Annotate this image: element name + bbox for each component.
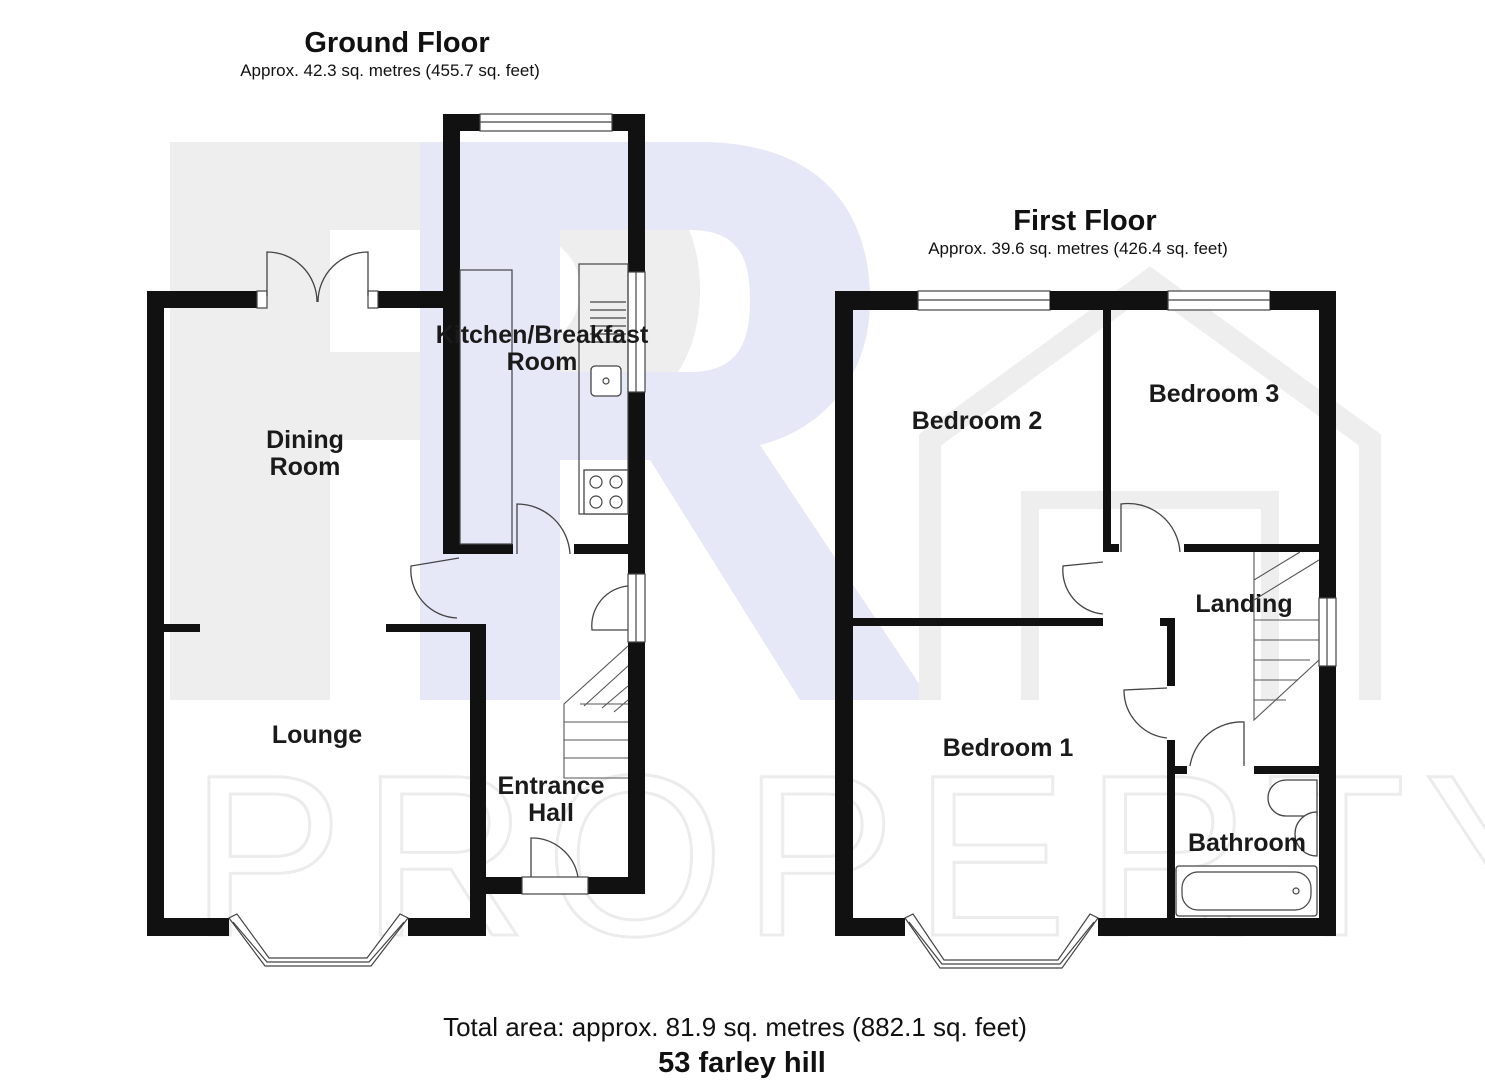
room-label-kitchen: Kitchen/Breakfast	[436, 321, 649, 349]
first-floor-plan	[835, 290, 1337, 969]
bath-tub	[1175, 865, 1318, 917]
first-floor-stairs	[1253, 551, 1320, 722]
ground-floor-plan	[147, 113, 646, 967]
kitchen-sink	[590, 301, 626, 397]
total-area: Total area: approx. 81.9 sq. metres (882…	[443, 1012, 1027, 1042]
room-label-bedroom2: Bedroom 2	[912, 407, 1043, 435]
room-label-dining-line2: Room	[270, 453, 341, 481]
room-label-bedroom1: Bedroom 1	[943, 734, 1074, 762]
kitchen-hob	[583, 469, 629, 515]
lounge-bay-window	[228, 913, 409, 967]
dining-french-doors	[256, 251, 379, 309]
ground-floor-title: Ground Floor	[304, 27, 489, 59]
first-floor-title: First Floor	[1013, 205, 1156, 237]
room-label-bedroom3: Bedroom 3	[1149, 380, 1280, 408]
first-floor-area: Approx. 39.6 sq. metres (426.4 sq. feet)	[928, 239, 1228, 258]
room-label-kitchen-line2: Room	[507, 348, 578, 376]
toilet	[1267, 779, 1318, 817]
front-door-frame	[521, 876, 589, 895]
room-label-dining: Dining	[266, 426, 344, 454]
property-address: 53 farley hill	[658, 1047, 826, 1079]
basin	[1294, 811, 1318, 857]
room-label-lounge: Lounge	[272, 721, 362, 749]
room-label-entrance-line2: Hall	[528, 799, 574, 827]
bedroom1-bay-window	[904, 913, 1099, 969]
ground-stairs	[563, 645, 629, 779]
room-label-landing: Landing	[1195, 590, 1292, 618]
watermark-logo: PROPERTY	[170, 142, 1485, 986]
room-label-entrance: Entrance	[498, 772, 605, 800]
ground-floor-area: Approx. 42.3 sq. metres (455.7 sq. feet)	[240, 61, 540, 80]
room-label-bathroom: Bathroom	[1188, 829, 1306, 857]
